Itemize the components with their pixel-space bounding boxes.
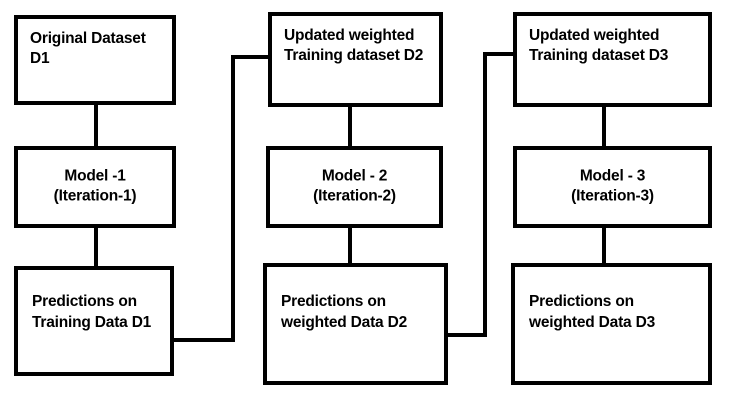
node-predictions-1[interactable]: Predictions on Training Data D1 [14, 266, 174, 376]
node-predictions-3-label: Predictions on weighted Data D3 [529, 293, 655, 331]
connector-predictions2-to-dataset3-segment-bottom [446, 333, 487, 337]
node-model-1-label: Model -1 (Iteration-1) [53, 167, 137, 205]
connector-predictions2-to-dataset3-segment-top [483, 52, 519, 56]
node-model-1[interactable]: Model -1 (Iteration-1) [14, 146, 176, 228]
connector-dataset1-to-model1 [94, 101, 98, 149]
node-dataset-1[interactable]: Original Dataset D1 [14, 15, 176, 105]
node-model-2[interactable]: Model - 2 (Iteration-2) [266, 146, 443, 228]
node-predictions-2-label: Predictions on weighted Data D2 [281, 293, 407, 331]
connector-dataset2-to-model2 [348, 103, 352, 149]
node-predictions-2[interactable]: Predictions on weighted Data D2 [263, 263, 448, 385]
node-dataset-2[interactable]: Updated weighted Training dataset D2 [268, 12, 443, 107]
node-model-3[interactable]: Model - 3 (Iteration-3) [513, 146, 712, 228]
node-predictions-3[interactable]: Predictions on weighted Data D3 [511, 263, 712, 385]
connector-predictions1-to-dataset2-segment-bottom [170, 338, 235, 342]
node-model-2-label: Model - 2 (Iteration-2) [313, 167, 396, 205]
connector-predictions1-to-dataset2-segment-top [231, 55, 273, 59]
connector-predictions1-to-dataset2-segment-vertical [231, 55, 235, 342]
connector-model3-to-predictions3 [602, 224, 606, 268]
node-dataset-2-label: Updated weighted Training dataset D2 [284, 27, 424, 65]
node-dataset-3-label: Updated weighted Training dataset D3 [529, 27, 669, 65]
connector-predictions2-to-dataset3-segment-vertical [483, 52, 487, 337]
connector-dataset3-to-model3 [602, 103, 606, 149]
node-predictions-1-label: Predictions on Training Data D1 [32, 293, 152, 331]
node-dataset-1-label: Original Dataset D1 [30, 30, 146, 68]
node-model-3-label: Model - 3 (Iteration-3) [571, 167, 654, 205]
connector-model2-to-predictions2 [348, 224, 352, 268]
node-dataset-3[interactable]: Updated weighted Training dataset D3 [513, 12, 712, 107]
connector-model1-to-predictions1 [94, 224, 98, 270]
